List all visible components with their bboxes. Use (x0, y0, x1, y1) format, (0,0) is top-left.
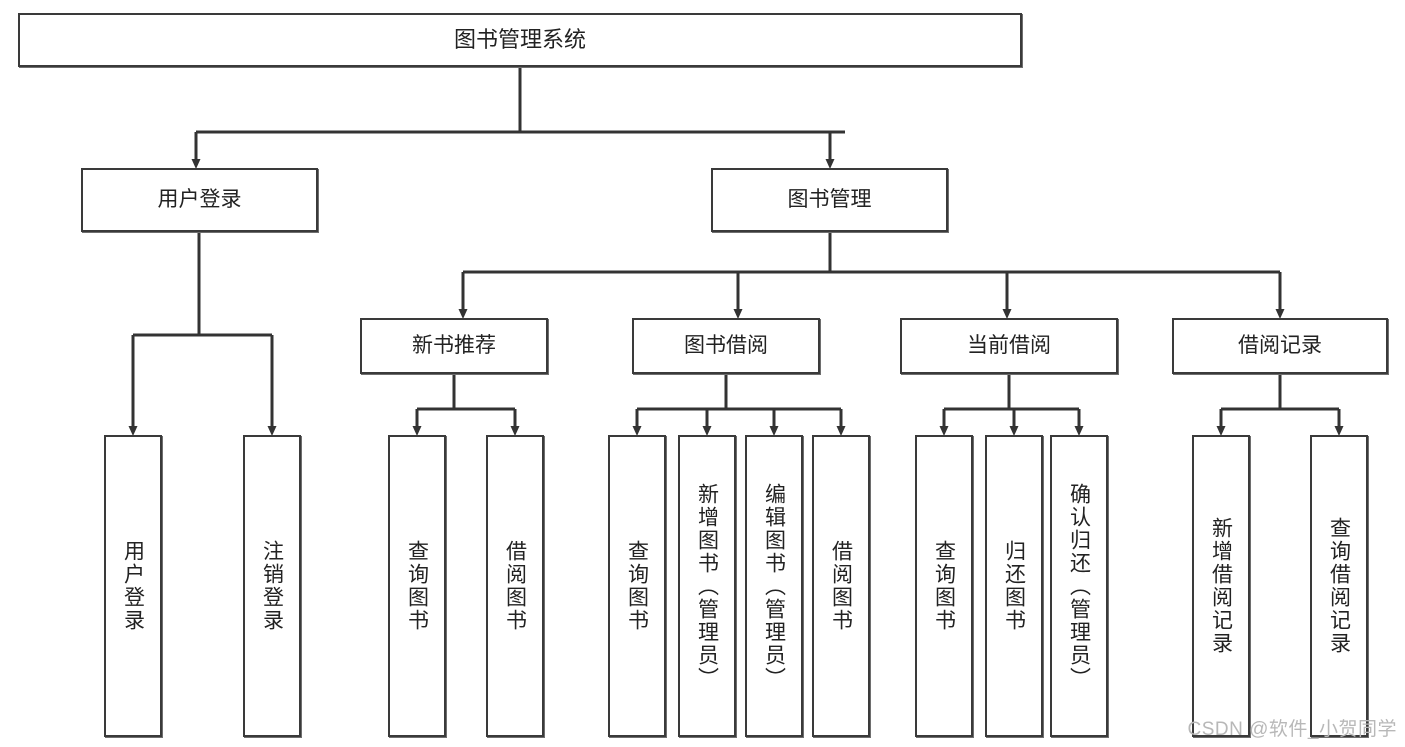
node-leaf-label: 新增图书（管理员） (695, 482, 719, 690)
node-leaf-label: 借阅图书 (829, 540, 853, 632)
node-leaf-return-book[interactable]: 归还图书 (985, 435, 1043, 737)
node-borrow-records[interactable]: 借阅记录 (1172, 318, 1388, 374)
node-leaf-label: 编辑图书（管理员） (762, 482, 786, 690)
node-leaf-edit-book-admin[interactable]: 编辑图书（管理员） (745, 435, 803, 737)
node-borrow-records-label: 借阅记录 (1238, 334, 1322, 358)
node-leaf-borrow-book-new[interactable]: 借阅图书 (486, 435, 544, 737)
node-leaf-label: 查询图书 (932, 540, 956, 632)
node-user-login[interactable]: 用户登录 (81, 168, 318, 232)
watermark-text: CSDN @软件_小贺同学 (1187, 719, 1397, 740)
node-current-borrow-label: 当前借阅 (967, 334, 1051, 358)
node-leaf-query-borrow-record[interactable]: 查询借阅记录 (1310, 435, 1368, 737)
node-leaf-label: 新增借阅记录 (1209, 517, 1233, 655)
node-leaf-add-borrow-record[interactable]: 新增借阅记录 (1192, 435, 1250, 737)
node-current-borrow[interactable]: 当前借阅 (900, 318, 1118, 374)
node-book-borrow-label: 图书借阅 (684, 334, 768, 358)
node-leaf-label: 确认归还（管理员） (1067, 482, 1091, 690)
node-root-label: 图书管理系统 (453, 26, 586, 52)
node-user-login-label: 用户登录 (157, 188, 242, 212)
node-leaf-query-book-borrow[interactable]: 查询图书 (608, 435, 666, 737)
node-root[interactable]: 图书管理系统 (18, 13, 1022, 67)
node-book-borrow[interactable]: 图书借阅 (632, 318, 820, 374)
node-leaf-label: 归还图书 (1002, 540, 1026, 632)
node-book-management-label: 图书管理 (787, 188, 872, 212)
node-leaf-label: 借阅图书 (503, 540, 527, 632)
node-leaf-user-login[interactable]: 用户登录 (104, 435, 162, 737)
node-new-book-recommend[interactable]: 新书推荐 (360, 318, 548, 374)
node-leaf-borrow-book[interactable]: 借阅图书 (812, 435, 870, 737)
node-leaf-label: 查询图书 (405, 540, 429, 632)
node-new-book-recommend-label: 新书推荐 (412, 334, 496, 358)
node-leaf-add-book-admin[interactable]: 新增图书（管理员） (678, 435, 736, 737)
node-leaf-query-book-current[interactable]: 查询图书 (915, 435, 973, 737)
node-leaf-label: 查询图书 (625, 540, 649, 632)
node-leaf-logout[interactable]: 注销登录 (243, 435, 301, 737)
node-leaf-query-book-new[interactable]: 查询图书 (388, 435, 446, 737)
node-leaf-label: 查询借阅记录 (1327, 517, 1351, 655)
node-leaf-label: 用户登录 (121, 540, 145, 632)
node-leaf-confirm-return-admin[interactable]: 确认归还（管理员） (1050, 435, 1108, 737)
node-leaf-label: 注销登录 (260, 540, 284, 632)
node-book-management[interactable]: 图书管理 (711, 168, 948, 232)
